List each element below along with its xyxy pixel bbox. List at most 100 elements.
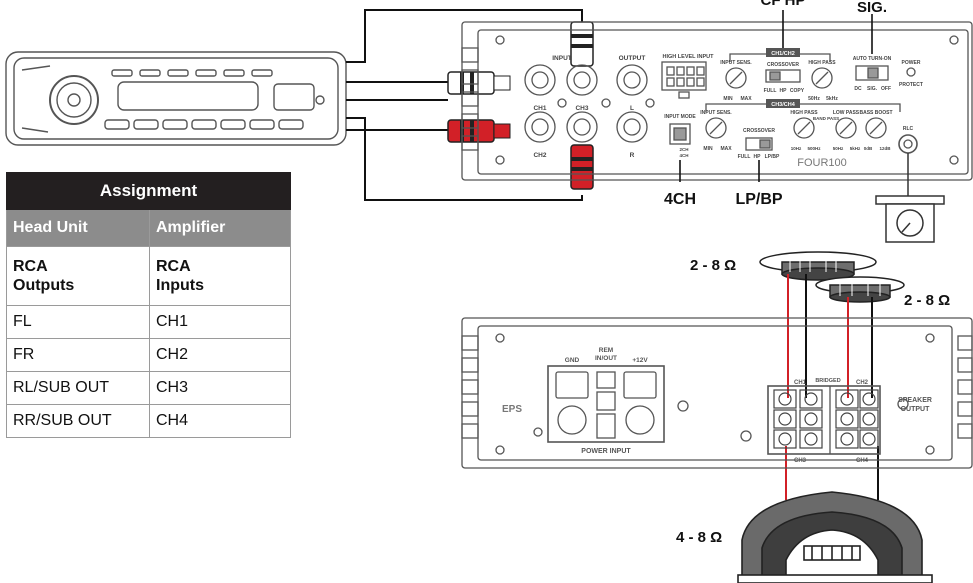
impedance-right: 2 - 8 Ω bbox=[904, 292, 950, 309]
out-ch1-label: CH1 bbox=[794, 380, 807, 386]
hp-range-a: 50Hz bbox=[808, 96, 820, 102]
subheader-head-unit-line2: Outputs bbox=[13, 277, 75, 294]
out-r-label: R bbox=[630, 152, 635, 159]
callout-xo2: LP/BP bbox=[735, 191, 782, 208]
callout-sig: SIG. bbox=[857, 0, 887, 16]
hp-range-b: 5kHz bbox=[826, 96, 838, 102]
head-unit-cell: RR/SUB OUT bbox=[6, 404, 150, 438]
output-label: OUTPUT bbox=[619, 55, 646, 62]
xo-hp-label: HP bbox=[780, 88, 788, 94]
out-ch2-label: CH2 bbox=[856, 380, 869, 386]
subwoofer bbox=[737, 491, 933, 583]
hp2-label: HIGH PASS bbox=[790, 110, 818, 116]
speaker-left bbox=[759, 251, 877, 281]
impedance-left: 2 - 8 Ω bbox=[690, 257, 736, 274]
rca-plug-ch4 bbox=[570, 144, 594, 190]
callout-crossover-hp: CF HP bbox=[761, 0, 806, 9]
subheader-amplifier-line1: RCA bbox=[156, 258, 191, 275]
input-sens-2-label: INPUT SENS. bbox=[700, 110, 732, 116]
out-l-label: L bbox=[630, 105, 634, 112]
rem-label: REM bbox=[599, 347, 613, 354]
v12-label: +12V bbox=[632, 357, 648, 364]
callout-leaders bbox=[679, 10, 873, 182]
ch3ch4-badge: CH3/CH4 bbox=[771, 102, 795, 108]
amplifier-power-panel bbox=[461, 317, 973, 469]
head-unit bbox=[5, 51, 347, 146]
high-level-input-label: HIGH LEVEL INPUT bbox=[663, 54, 715, 60]
max-label: MAX bbox=[740, 96, 752, 102]
rlc-label: RLC bbox=[903, 126, 914, 132]
rca-plug-ch1 bbox=[447, 71, 511, 95]
turn-sig-label: SIG. bbox=[867, 86, 878, 92]
table-row: FR CH2 bbox=[6, 338, 291, 372]
subheader-amplifier-line2: Inputs bbox=[156, 277, 204, 294]
low-pass-label: LOW PASS bbox=[833, 110, 860, 116]
ch2-label: CH2 bbox=[533, 152, 546, 159]
f-5khz-label: 5kHz bbox=[850, 146, 861, 151]
amplifier-power-labels: GND REM IN/OUT +12V POWER INPUT EPS BRID… bbox=[502, 347, 932, 464]
channel-badges: CH1/CH2 CH3/CH4 bbox=[766, 48, 800, 108]
xo2-lpbp-label: LP/BP bbox=[765, 154, 780, 160]
assignment-title: Assignment bbox=[6, 172, 291, 210]
table-row: FL CH1 bbox=[6, 305, 291, 339]
amplifier-cell: CH2 bbox=[149, 338, 291, 372]
table-row: RR/SUB OUT CH4 bbox=[6, 404, 291, 438]
amplifier-cell: CH1 bbox=[149, 305, 291, 339]
speaker-output-label-2: OUTPUT bbox=[901, 406, 931, 413]
ch1ch2-badge: CH1/CH2 bbox=[771, 51, 795, 57]
f-50hz-label: 50Hz bbox=[833, 146, 844, 151]
crossover-2-label: CROSSOVER bbox=[743, 128, 775, 134]
subheader-head-unit: RCA Outputs bbox=[6, 246, 150, 306]
db0-label: 0dB bbox=[864, 146, 873, 151]
out-ch3-label: CH3 bbox=[794, 458, 807, 464]
input-sens-label: INPUT SENS. bbox=[720, 60, 752, 66]
xo2-full-label: FULL bbox=[738, 154, 751, 160]
crossover-label: CROSSOVER bbox=[767, 62, 799, 68]
bass-boost-label: BASS BOOST bbox=[859, 110, 892, 116]
rca-plug-ch2 bbox=[346, 119, 511, 143]
power-input-label: POWER INPUT bbox=[581, 448, 631, 455]
min-label: MIN bbox=[723, 96, 733, 102]
turn-off-label: OFF bbox=[881, 86, 891, 92]
power-label: POWER bbox=[902, 60, 921, 66]
min-2-label: MIN bbox=[703, 146, 713, 152]
head-unit-cell: FL bbox=[6, 305, 150, 339]
amplifier-cell: CH3 bbox=[149, 371, 291, 405]
mode-4ch-label: 4CH bbox=[679, 153, 688, 158]
callout-mode: 4CH bbox=[664, 191, 696, 208]
subheader-head-unit-line1: RCA bbox=[13, 258, 48, 275]
gnd-label: GND bbox=[565, 357, 580, 364]
speaker-terminals bbox=[773, 389, 879, 449]
amplifier-front-panel bbox=[461, 21, 973, 181]
table-row: RL/SUB OUT CH3 bbox=[6, 371, 291, 405]
rlc-remote bbox=[875, 153, 945, 243]
f-10hz-label: 10Hz bbox=[791, 146, 802, 151]
ch3-label: CH3 bbox=[575, 105, 588, 112]
rem2-label: IN/OUT bbox=[595, 355, 617, 362]
assignment-table: Assignment Head Unit Amplifier RCA Outpu… bbox=[6, 172, 291, 438]
col-head-unit: Head Unit bbox=[6, 209, 150, 247]
ch1-label: CH1 bbox=[533, 105, 546, 112]
protect-label: PROTECT bbox=[899, 82, 923, 88]
speaker-wires bbox=[785, 274, 879, 500]
auto-turn-on-label: AUTO TURN-ON bbox=[853, 56, 892, 62]
rca-wires bbox=[346, 9, 583, 201]
model-label: FOUR100 bbox=[797, 157, 847, 169]
xo-copy-label: COPY bbox=[790, 88, 805, 94]
input-mode-label: INPUT MODE bbox=[664, 114, 696, 120]
amplifier-front-labels: INPUT CH1 CH2 CH3 OUTPUT L R HIGH LEVEL … bbox=[533, 54, 922, 169]
speaker-output-label-1: SPEAKER bbox=[898, 397, 932, 404]
xo2-hp-label: HP bbox=[754, 154, 762, 160]
brand-label: EPS bbox=[502, 404, 522, 415]
speaker-right bbox=[815, 276, 905, 303]
head-unit-cell: RL/SUB OUT bbox=[6, 371, 150, 405]
amplifier-cell: CH4 bbox=[149, 404, 291, 438]
xo-full-label: FULL bbox=[764, 88, 777, 94]
out-ch4-label: CH4 bbox=[856, 458, 869, 464]
bridged-label: BRIDGED bbox=[815, 378, 840, 384]
input-label: INPUT bbox=[552, 55, 572, 62]
f-500hz-label: 500Hz bbox=[807, 146, 821, 151]
turn-dc-label: DC bbox=[854, 86, 862, 92]
high-pass-label: HIGH PASS bbox=[808, 60, 836, 66]
